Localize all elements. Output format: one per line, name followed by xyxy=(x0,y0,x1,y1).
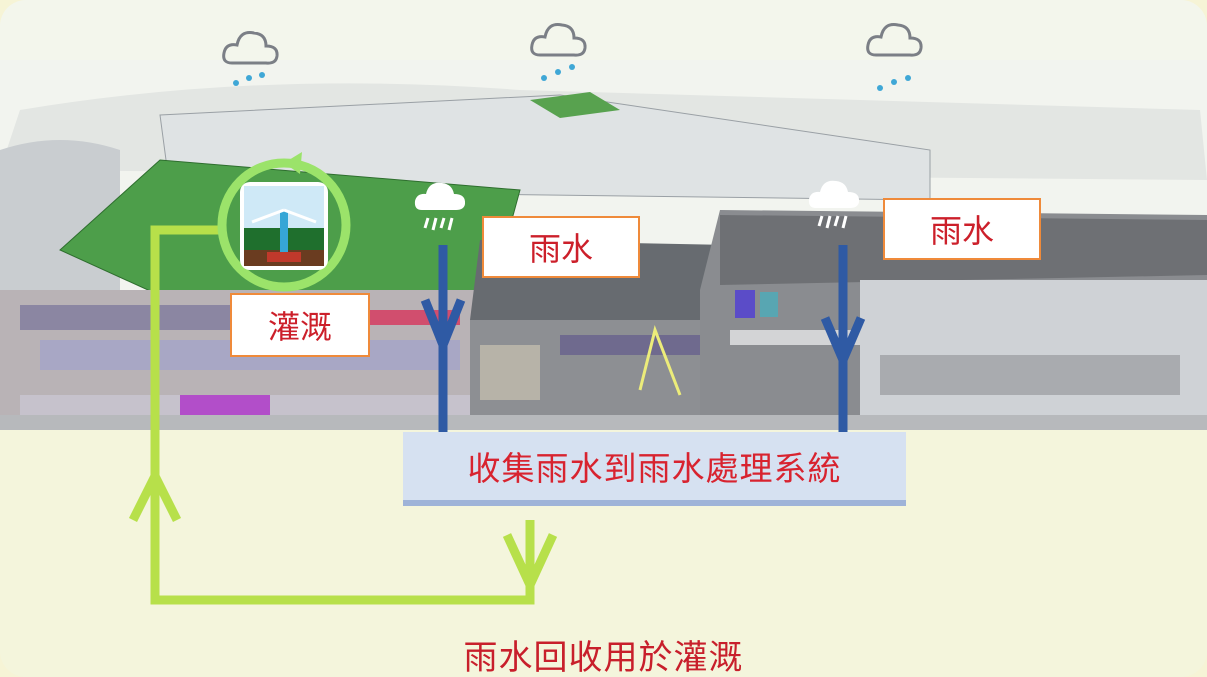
rain-label-right: 雨水 xyxy=(883,198,1041,260)
diagram-caption: 雨水回收用於灌溉 xyxy=(463,638,744,677)
recycle-loop-arrow xyxy=(128,225,558,605)
rain-cloud-icon xyxy=(530,23,587,81)
rain-cloud-icon xyxy=(222,31,279,86)
rain-cloud-icon xyxy=(866,23,923,91)
sprinkler-icon xyxy=(217,152,351,292)
sky-band xyxy=(0,0,1207,60)
building-illustration xyxy=(0,60,1207,430)
rain-flow-arrow-left xyxy=(420,245,466,432)
white-rain-cloud-icon xyxy=(414,182,466,231)
white-rain-cloud-icon xyxy=(808,180,860,229)
collection-system-label: 收集雨水到雨水處理系統 xyxy=(403,432,906,500)
rain-label-left: 雨水 xyxy=(482,216,640,278)
rain-flow-arrow-right xyxy=(820,245,866,432)
irrigation-label: 灌溉 xyxy=(230,293,370,357)
